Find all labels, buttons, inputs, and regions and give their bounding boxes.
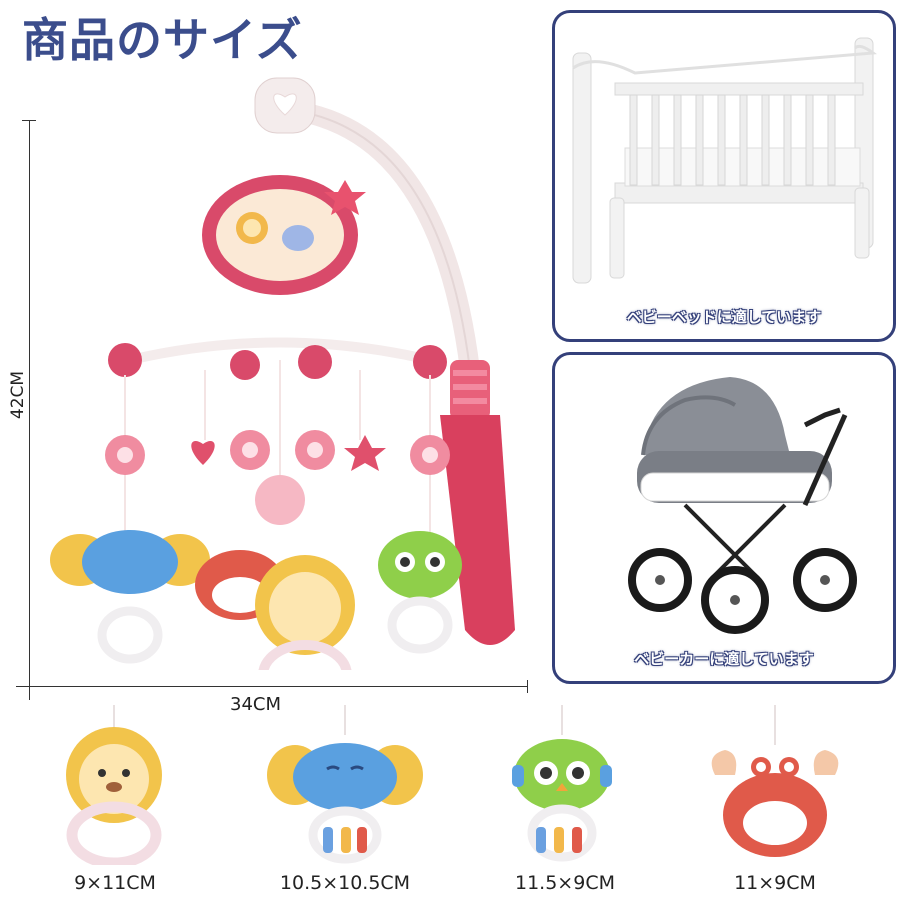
crib-mobile-image bbox=[50, 77, 515, 670]
elephant-rattle-icon bbox=[267, 705, 423, 864]
crib-usage-caption: ベビーベッドに適しています bbox=[626, 308, 822, 326]
height-dimension-label: 42CM bbox=[8, 370, 28, 420]
stroller-usage-card: ベビーカーに適しています bbox=[552, 352, 896, 684]
width-dimension-line bbox=[16, 686, 528, 687]
owl-rattle-icon bbox=[512, 705, 612, 862]
crib-image bbox=[572, 37, 877, 284]
width-dimension-label: 34CM bbox=[230, 694, 282, 715]
stroller-image bbox=[628, 377, 857, 634]
height-dimension-line bbox=[29, 120, 30, 700]
lion-rattle-size: 9×11CM bbox=[74, 872, 156, 894]
elephant-rattle-size: 10.5×10.5CM bbox=[279, 872, 411, 894]
crab-rattle-icon bbox=[711, 705, 839, 857]
lion-rattle-icon bbox=[66, 705, 162, 865]
watermark bbox=[0, 420, 12, 460]
owl-rattle-size: 11.5×9CM bbox=[515, 872, 615, 894]
stroller-usage-caption: ベビーカーに適しています bbox=[634, 650, 814, 668]
crib-usage-card: ベビーベッドに適しています bbox=[552, 10, 896, 342]
width-dimension-cap bbox=[527, 680, 528, 693]
crab-rattle-size: 11×9CM bbox=[734, 872, 816, 894]
page-title: 商品のサイズ bbox=[22, 13, 303, 67]
